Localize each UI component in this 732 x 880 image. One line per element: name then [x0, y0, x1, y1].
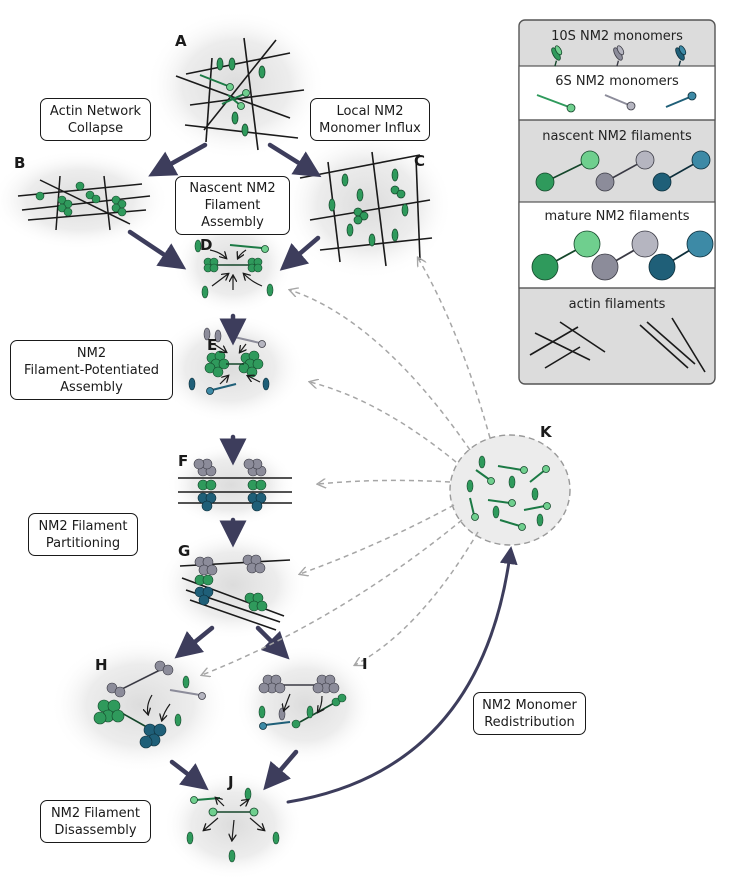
panel-h-disassembly-start — [93, 660, 206, 749]
callout-actin-collapse-text: Actin Network Collapse — [49, 103, 142, 136]
legend-10s-label: 10S NM2 monomers — [551, 29, 683, 44]
panel-d-nascent — [194, 239, 274, 299]
arrow-c-to-d — [279, 235, 321, 271]
label-f: F — [178, 452, 188, 470]
label-e: E — [207, 336, 217, 354]
legend: 10S NM2 monomers 6S NM2 monomers nascent… — [518, 19, 716, 385]
legend-6s-icons — [536, 91, 697, 113]
halos — [0, 10, 453, 880]
flow-arrows — [127, 142, 518, 804]
arrow-g-to-i — [255, 625, 290, 660]
panel-k-monomers — [466, 455, 551, 531]
panel-letters: A B C D E F G H I J K — [14, 32, 553, 791]
label-a: A — [175, 32, 187, 50]
arrow-a-to-c — [267, 142, 322, 178]
panel-a-network — [175, 37, 305, 151]
callout-disassembly-text: NM2 Filament Disassembly — [50, 805, 141, 838]
legend-6s-label: 6S NM2 monomers — [555, 74, 679, 89]
callout-filament-potentiated: NM2 Filament-Potentiated Assembly — [10, 340, 173, 400]
panel-b-collapsed — [17, 175, 151, 231]
callout-disassembly: NM2 Filament Disassembly — [40, 800, 151, 843]
arrow-j-to-k — [286, 546, 518, 804]
arrow-a-to-b — [148, 142, 208, 177]
panel-e-potentiated — [188, 327, 270, 395]
redistribution-arrows — [202, 258, 491, 675]
legend-mature-icons — [531, 230, 714, 281]
callout-nascent-assembly: Nascent NM2 Filament Assembly — [175, 176, 290, 235]
label-b: B — [14, 154, 25, 172]
callout-redistribution: NM2 Monomer Redistribution — [473, 692, 586, 735]
arrow-b-to-d — [127, 229, 187, 270]
label-i: I — [362, 655, 368, 673]
legend-actin-icons — [529, 317, 706, 373]
panel-i-disassembly — [258, 674, 347, 730]
legend-nascent-label: nascent NM2 filaments — [542, 129, 692, 144]
callout-filament-potentiated-text: NM2 Filament-Potentiated Assembly — [23, 345, 160, 395]
arrow-h-to-j — [169, 759, 209, 791]
label-g: G — [178, 542, 190, 560]
panel-g-partition — [179, 554, 291, 631]
label-d: D — [200, 236, 212, 254]
callout-monomer-influx: Local NM2 Monomer Influx — [310, 98, 430, 141]
label-c: C — [414, 152, 425, 170]
legend-mature-label: mature NM2 filaments — [544, 209, 689, 224]
legend-nascent-icons — [535, 150, 711, 192]
callout-nascent-assembly-text: Nascent NM2 Filament Assembly — [189, 181, 276, 230]
callout-monomer-influx-text: Local NM2 Monomer Influx — [319, 103, 421, 136]
panel-j-dispersal — [186, 787, 280, 863]
callout-redistribution-text: NM2 Monomer Redistribution — [482, 697, 577, 730]
callout-partitioning-text: NM2 Filament Partitioning — [38, 518, 128, 551]
label-h: H — [95, 656, 108, 674]
callout-partitioning: NM2 Filament Partitioning — [28, 513, 138, 556]
legend-6s-row — [518, 65, 716, 121]
arrow-g-to-h — [174, 625, 215, 659]
label-k: K — [540, 423, 553, 441]
legend-10s-icons — [551, 45, 687, 67]
callout-actin-collapse: Actin Network Collapse — [40, 98, 151, 141]
legend-actin-label: actin filaments — [569, 297, 666, 312]
label-j: J — [227, 773, 234, 791]
panel-f-stack — [178, 458, 292, 512]
arrow-i-to-j — [263, 749, 299, 791]
